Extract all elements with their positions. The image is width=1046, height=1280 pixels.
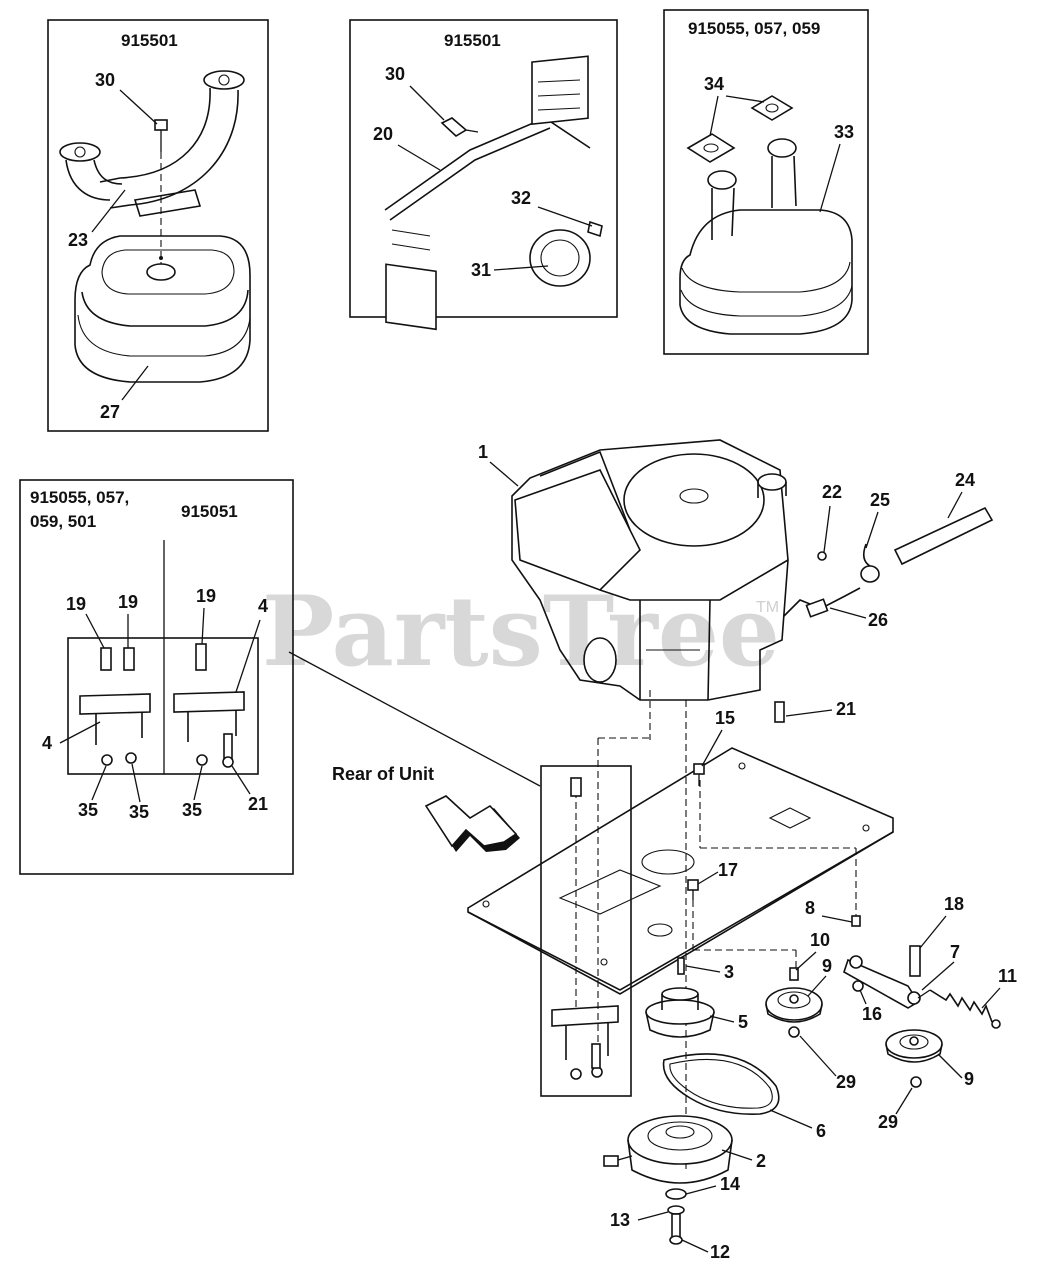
panel-muffler-915055: 915055, 057, 059 34 33 xyxy=(663,9,869,355)
inner-frame xyxy=(67,637,259,775)
callout-4: 4 xyxy=(258,596,268,616)
callout-21: 21 xyxy=(248,794,268,814)
belt-part xyxy=(662,1053,780,1115)
callout-27: 27 xyxy=(100,402,120,422)
callout-35: 35 xyxy=(129,802,149,822)
callout-16: 16 xyxy=(862,1004,882,1024)
panel-shield-915501: 915501 30 20 32 31 xyxy=(349,19,618,331)
main-assembly: Rear of Unit xyxy=(332,439,1017,1262)
callout-23: 23 xyxy=(68,230,88,250)
panel-frame xyxy=(47,19,269,432)
watermark-text: PartsTree xyxy=(262,575,780,688)
gasket-ring-part xyxy=(529,229,591,287)
callout-33: 33 xyxy=(834,122,854,142)
callout-5: 5 xyxy=(738,1012,748,1032)
heat-shield-part xyxy=(384,55,591,331)
callout-11: 11 xyxy=(998,966,1017,986)
idler-pulley-part xyxy=(765,967,823,1038)
callout-8: 8 xyxy=(805,898,815,918)
callout-19: 19 xyxy=(66,594,86,614)
callout-17: 17 xyxy=(718,860,738,880)
callout-32: 32 xyxy=(511,188,531,208)
callout-21: 21 xyxy=(836,699,856,719)
callout-13: 13 xyxy=(610,1210,630,1230)
panel-muffler-915501: 915501 30 23 xyxy=(47,19,269,432)
panel-frame xyxy=(349,19,618,318)
muffler-part xyxy=(679,138,853,335)
callout-7: 7 xyxy=(950,942,960,962)
callout-26: 26 xyxy=(868,610,888,630)
callout-29: 29 xyxy=(836,1072,856,1092)
idler-pulley-part xyxy=(885,1029,943,1088)
screw-part xyxy=(440,117,479,137)
callout-31: 31 xyxy=(471,260,491,280)
rear-arrow-icon xyxy=(424,795,520,852)
panel-brackets: 915055, 057, 059, 501 915051 19 19 19 4 xyxy=(19,479,541,875)
callout-35: 35 xyxy=(182,800,202,820)
callout-24: 24 xyxy=(955,470,975,490)
panel-title-right: 915051 xyxy=(181,502,238,521)
idler-arm-part xyxy=(843,915,921,1009)
callout-18: 18 xyxy=(944,894,964,914)
panel-title: 915055, 057, 059 xyxy=(688,19,820,38)
watermark-tm: TM xyxy=(756,599,779,616)
callout-22: 22 xyxy=(822,482,842,502)
bracket-inset xyxy=(540,765,632,1097)
callout-6: 6 xyxy=(816,1121,826,1141)
rear-of-unit-label: Rear of Unit xyxy=(332,764,434,784)
engine-part xyxy=(511,439,789,701)
callout-9: 9 xyxy=(964,1069,974,1089)
callout-19: 19 xyxy=(196,586,216,606)
bracket-right-part xyxy=(173,643,245,768)
bracket-left-part xyxy=(79,647,151,766)
muffler-part xyxy=(74,235,251,383)
callout-14: 14 xyxy=(720,1174,740,1194)
pulley-part xyxy=(645,987,715,1038)
clutch-part xyxy=(603,1115,733,1184)
callout-30: 30 xyxy=(385,64,405,84)
callout-1: 1 xyxy=(478,442,488,462)
bolt-part xyxy=(693,763,705,786)
callout-10: 10 xyxy=(810,930,830,950)
callout-25: 25 xyxy=(870,490,890,510)
callout-9: 9 xyxy=(822,956,832,976)
bolt-part xyxy=(687,879,699,900)
callout-12: 12 xyxy=(710,1242,730,1262)
cable-part xyxy=(774,506,994,723)
mounting-plate-part xyxy=(467,747,894,995)
small-screw-part xyxy=(587,220,603,238)
inset-frame xyxy=(540,765,632,1097)
callout-19: 19 xyxy=(118,592,138,612)
watermark: PartsTree TM xyxy=(262,575,780,688)
callout-35: 35 xyxy=(78,800,98,820)
callout-2: 2 xyxy=(756,1151,766,1171)
panel-title: 915501 xyxy=(444,31,501,50)
bolt-part xyxy=(154,119,168,270)
exhaust-pipe-part xyxy=(59,70,245,217)
panel-frame xyxy=(19,479,294,875)
callout-4: 4 xyxy=(42,733,52,753)
panel-title: 915501 xyxy=(121,31,178,50)
fastener-part xyxy=(665,1188,687,1245)
callout-34: 34 xyxy=(704,74,724,94)
panel-title-left-2: 059, 501 xyxy=(30,512,96,531)
callout-3: 3 xyxy=(724,962,734,982)
callout-15: 15 xyxy=(715,708,735,728)
callout-30: 30 xyxy=(95,70,115,90)
panel-frame xyxy=(663,9,869,355)
callout-29: 29 xyxy=(878,1112,898,1132)
panel-title-left-1: 915055, 057, xyxy=(30,488,129,507)
spring-part xyxy=(917,989,1001,1029)
callout-20: 20 xyxy=(373,124,393,144)
